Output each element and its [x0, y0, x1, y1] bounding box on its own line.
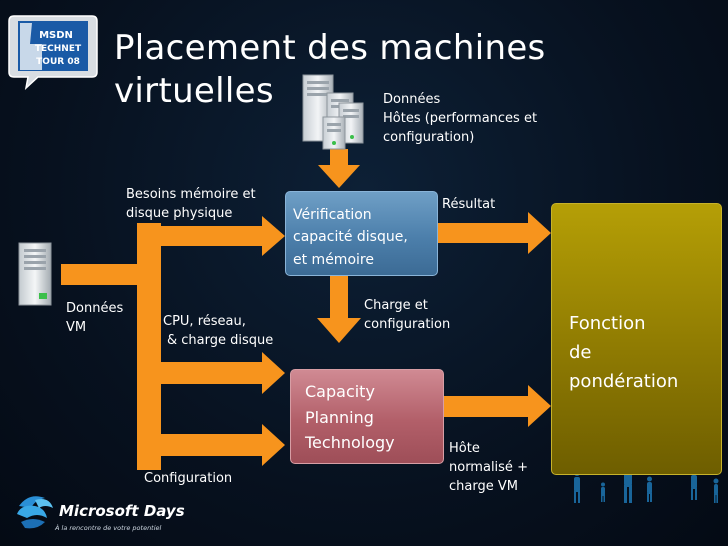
vm-server-icon	[18, 242, 52, 306]
label-resultat: Résultat	[442, 197, 496, 212]
fonction-ponderation-box: Fonction de pondération	[551, 203, 722, 475]
msdn-technet-tour-badge: MSDN TECHNET TOUR 08	[8, 15, 98, 90]
label-configuration: Configuration	[144, 471, 233, 486]
capacity-planning-box: Capacity Planning Technology	[290, 369, 444, 464]
host-servers-icon	[302, 74, 364, 150]
badge-line1: MSDN	[39, 30, 73, 41]
arrow-besoins-to-verification	[137, 216, 285, 256]
arrow-hosts-to-verification	[318, 149, 360, 188]
arrow-capacity-to-fonction	[444, 385, 551, 427]
title-line2: virtuelles	[114, 70, 274, 111]
footer-brand: Microsoft Days	[59, 502, 185, 520]
label-hote-normalise: Hôte normalisé + charge VM	[449, 441, 528, 494]
label-charge-configuration: Charge et configuration	[364, 298, 451, 332]
arrow-cpu-to-capacity	[161, 352, 285, 394]
microsoft-days-swirl-icon	[17, 496, 53, 529]
label-donnees-vm: Données VM	[66, 301, 124, 335]
arrow-result-to-fonction	[438, 212, 551, 254]
label-cpu-reseau: CPU, réseau, & charge disque	[163, 314, 274, 348]
badge-line3: TOUR 08	[36, 57, 80, 67]
trunk-vertical	[137, 223, 161, 470]
badge-line2: TECHNET	[35, 44, 82, 54]
title-line1: Placement des machines	[114, 28, 546, 68]
verification-box: Vérification capacité disque, et mémoire	[285, 191, 438, 276]
arrow-vm-data-connector	[61, 264, 141, 285]
label-besoins: Besoins mémoire et disque physique	[126, 187, 256, 221]
microsoft-days-logo: Microsoft Days À la rencontre de votre p…	[17, 496, 185, 532]
label-donnees-hotes: Données Hôtes (performances et configura…	[383, 92, 538, 145]
arrow-verification-to-capacity	[317, 276, 361, 343]
arrow-config-to-capacity	[161, 424, 285, 466]
slide-title: Placement des machines virtuelles	[114, 27, 546, 113]
footer-tagline: À la rencontre de votre potentiel	[54, 523, 162, 532]
